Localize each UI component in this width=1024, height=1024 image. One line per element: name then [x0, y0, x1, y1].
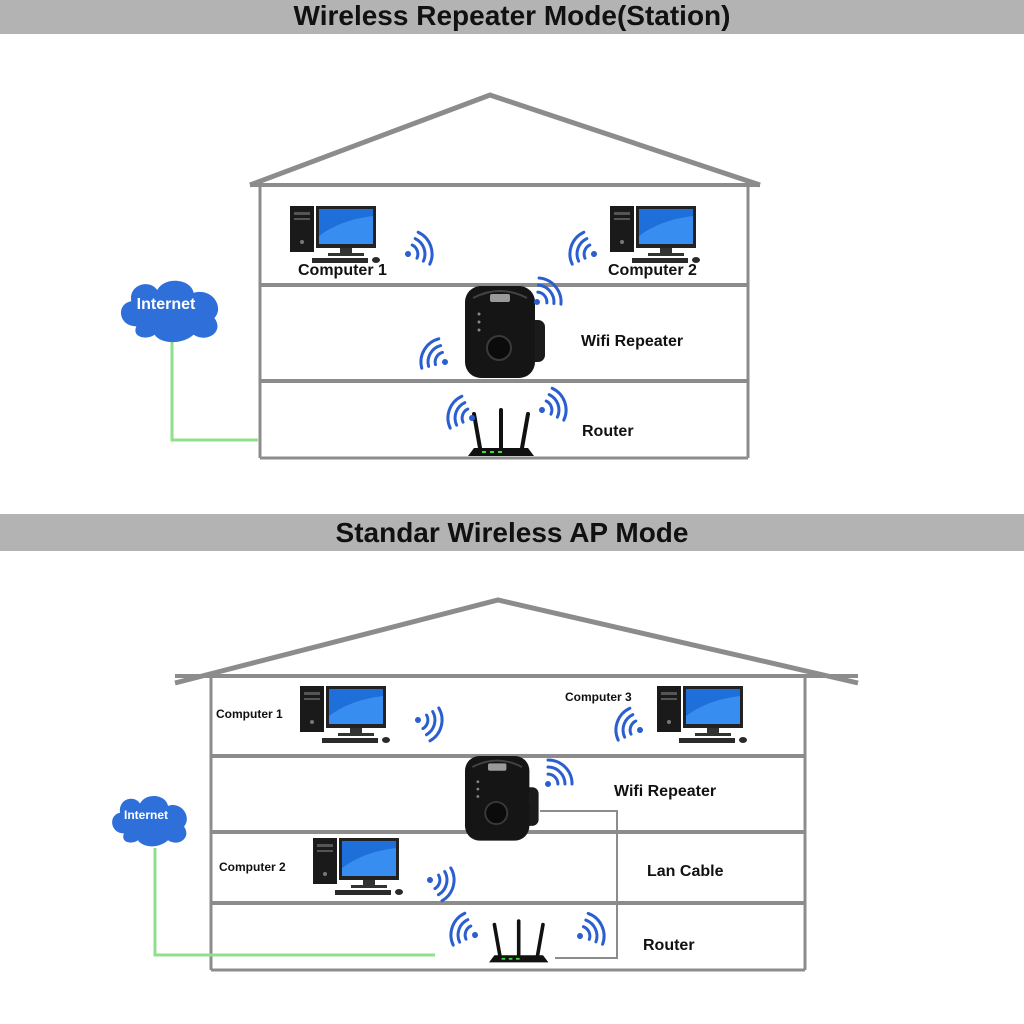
bottom-computer-1-label: Computer 1	[216, 707, 283, 721]
top-wifi-repeater-icon	[464, 285, 546, 379]
top-wifi-signal-icon	[414, 333, 458, 380]
bottom-computer-2-label: Computer 2	[219, 860, 286, 874]
top-repeater-label: Wifi Repeater	[581, 333, 684, 350]
bottom-computer-1-icon	[300, 686, 390, 743]
bottom-computer-3-icon	[657, 686, 747, 743]
top-router-icon	[466, 408, 536, 458]
top-computer-1-label: Computer 1	[298, 262, 387, 279]
bottom-wifi-signal-icon	[610, 704, 651, 749]
bottom-computer-2-icon	[313, 838, 403, 895]
bottom-internet-cable	[153, 848, 435, 957]
bottom-repeater-label: Wifi Repeater	[614, 783, 717, 800]
bottom-computer-3-label: Computer 3	[565, 690, 632, 704]
bottom-title: Standar Wireless AP Mode	[0, 514, 1024, 551]
top-title: Wireless Repeater Mode(Station)	[0, 0, 1024, 34]
top-computer-2-label: Computer 2	[608, 262, 697, 279]
bottom-router-label: Router	[643, 937, 695, 954]
bottom-wifi-signal-icon	[532, 753, 579, 800]
bottom-internet-label: Internet	[123, 808, 168, 822]
bottom-wifi-signal-icon	[409, 701, 448, 745]
lan-cable-label: Lan Cable	[647, 863, 724, 880]
bottom-wifi-signal-icon	[445, 909, 486, 954]
bottom-router-icon	[487, 919, 551, 965]
lan-cable-line	[540, 810, 618, 959]
top-internet-label: Internet	[136, 296, 196, 313]
top-router-label: Router	[582, 423, 634, 440]
top-internet-cable	[170, 340, 258, 442]
bottom-wifi-signal-icon	[421, 861, 460, 905]
bottom-wifi-signal-icon	[568, 908, 611, 955]
top-computer-1-icon	[290, 206, 380, 263]
top-wifi-signal-icon	[397, 228, 438, 273]
top-house	[249, 92, 761, 460]
top-computer-2-icon	[610, 206, 700, 263]
top-wifi-signal-icon	[564, 228, 605, 273]
bottom-wifi-repeater-icon	[464, 755, 540, 842]
top-wifi-signal-icon	[531, 384, 572, 429]
